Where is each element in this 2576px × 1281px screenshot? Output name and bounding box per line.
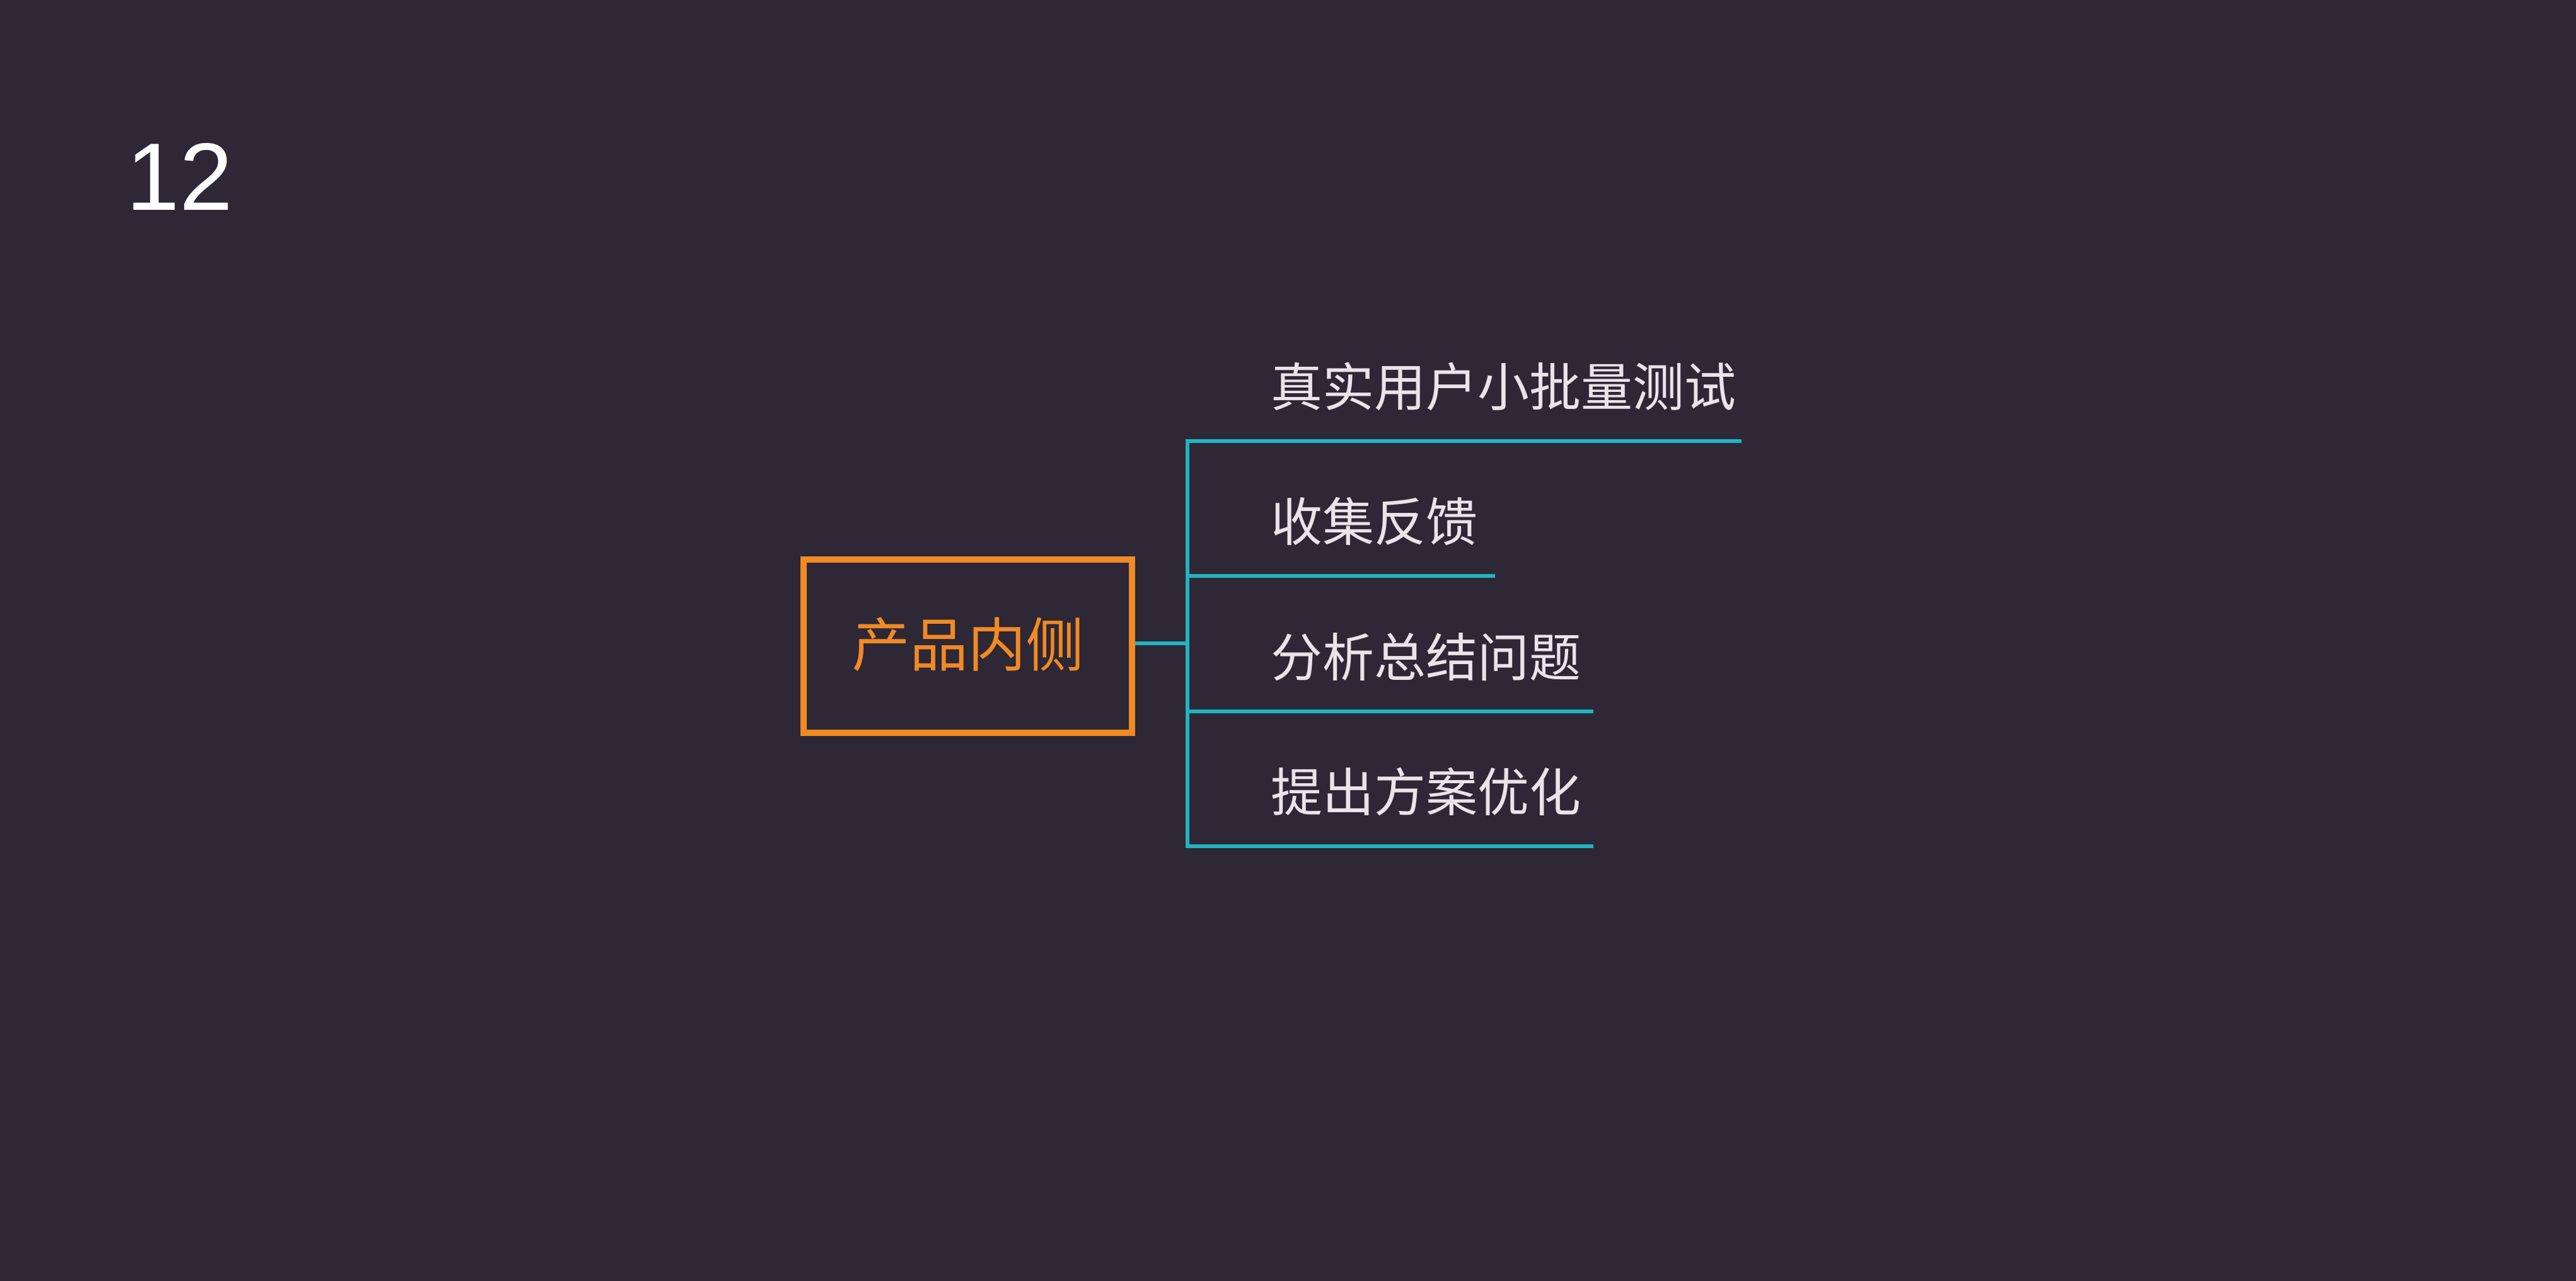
root-node: 产品内侧 — [800, 556, 1135, 736]
page-number: 12 — [126, 124, 233, 231]
branch-label-3: 分析总结问题 — [1271, 629, 1581, 689]
branch-label-4: 提出方案优化 — [1271, 764, 1581, 824]
branch-label-2: 收集反馈 — [1271, 493, 1478, 553]
root-node-label: 产品内侧 — [852, 612, 1084, 680]
branch-label-1: 真实用户小批量测试 — [1271, 359, 1736, 418]
